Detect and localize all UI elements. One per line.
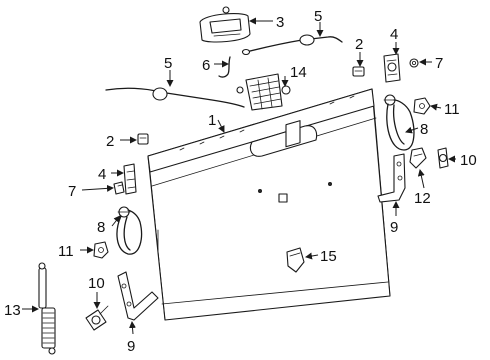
bolt-left bbox=[113, 181, 125, 195]
callout-10-left: 10 bbox=[88, 275, 105, 292]
callout-8-right: 8 bbox=[420, 121, 428, 138]
upper-latch-cable bbox=[241, 34, 343, 56]
callout-labels: 3 5 5 6 14 2 4 7 1 2 11 8 10 12 9 4 7 8 … bbox=[4, 8, 477, 355]
callout-12: 12 bbox=[414, 190, 431, 207]
anchor-nut-right bbox=[413, 97, 431, 115]
bushing-left bbox=[137, 133, 149, 145]
actuator bbox=[286, 247, 305, 273]
hinge-pivot-left bbox=[85, 305, 109, 331]
callout-2-right: 2 bbox=[355, 36, 363, 53]
callout-5-upper: 5 bbox=[314, 8, 322, 25]
callout-15: 15 bbox=[320, 248, 337, 265]
callout-1: 1 bbox=[208, 112, 216, 129]
leader-lines bbox=[22, 17, 456, 335]
lower-latch-cable bbox=[105, 87, 245, 108]
hinge-bracket-left bbox=[123, 163, 137, 195]
callout-11-left: 11 bbox=[58, 243, 74, 260]
anchor-nut-left bbox=[93, 241, 109, 259]
callout-8-left: 8 bbox=[97, 219, 105, 236]
support-strut bbox=[38, 262, 56, 355]
callout-14: 14 bbox=[290, 64, 307, 81]
tailgate-panel bbox=[147, 88, 391, 321]
callout-4-left: 4 bbox=[98, 166, 106, 183]
mounting-bracket bbox=[409, 147, 427, 169]
support-cable-right bbox=[383, 94, 415, 151]
hinge-strap-right bbox=[377, 153, 406, 203]
latch-assembly bbox=[236, 73, 291, 111]
callout-2-left: 2 bbox=[106, 133, 114, 150]
callout-6: 6 bbox=[202, 57, 210, 74]
panel-center-mark bbox=[278, 193, 288, 203]
retaining-clip bbox=[218, 56, 231, 78]
support-cable-left bbox=[116, 206, 143, 255]
tailgate-handle bbox=[199, 6, 251, 43]
callout-7-right: 7 bbox=[435, 55, 443, 72]
bolt-right bbox=[409, 58, 419, 68]
callout-3: 3 bbox=[276, 14, 284, 31]
callout-4-right: 4 bbox=[390, 26, 398, 43]
callout-9-right: 9 bbox=[390, 219, 398, 236]
hinge-strap-left bbox=[117, 271, 159, 321]
callout-9-left: 9 bbox=[127, 338, 135, 355]
callout-13: 13 bbox=[4, 302, 21, 319]
callout-11-right: 11 bbox=[444, 101, 460, 118]
callout-7-left: 7 bbox=[68, 183, 76, 200]
callout-10-right: 10 bbox=[460, 152, 477, 169]
hinge-bracket-right bbox=[383, 53, 401, 83]
bushing-right bbox=[352, 66, 365, 77]
callout-5-lower: 5 bbox=[164, 55, 172, 72]
hinge-pivot-right bbox=[437, 147, 449, 169]
